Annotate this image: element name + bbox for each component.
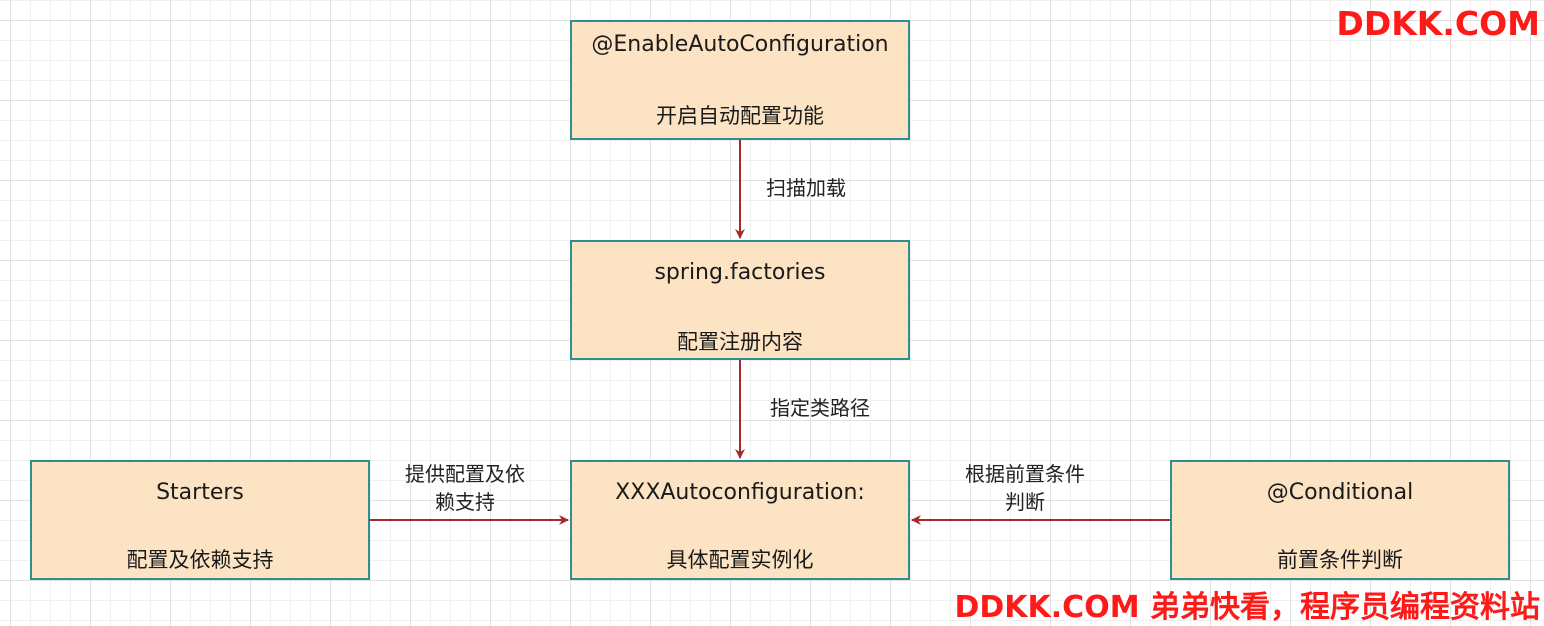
edge-label-judge: 根据前置条件 判断 xyxy=(945,460,1105,516)
edge-label-provide: 提供配置及依 赖支持 xyxy=(385,460,545,516)
edge-label-scan: 扫描加载 xyxy=(766,176,846,200)
node-title: @Conditional xyxy=(1266,480,1414,505)
node-subtitle: 配置及依赖支持 xyxy=(126,548,274,572)
node-subtitle: 配置注册内容 xyxy=(677,330,803,354)
node-subtitle: 前置条件判断 xyxy=(1277,548,1403,572)
node-enable-auto-configuration[interactable]: @EnableAutoConfiguration 开启自动配置功能 xyxy=(570,20,910,140)
watermark-top: DDKK.COM xyxy=(1336,4,1540,43)
edge-label-judge-line2: 判断 xyxy=(1005,490,1045,514)
node-title: @EnableAutoConfiguration xyxy=(591,32,889,57)
node-title: Starters xyxy=(156,480,244,505)
node-spring-factories[interactable]: spring.factories 配置注册内容 xyxy=(570,240,910,360)
watermark-bottom: DDKK.COM 弟弟快看，程序员编程资料站 xyxy=(954,590,1540,625)
edge-label-provide-line1: 提供配置及依 xyxy=(405,462,525,486)
node-subtitle: 具体配置实例化 xyxy=(666,548,814,572)
edge-label-judge-line1: 根据前置条件 xyxy=(965,462,1085,486)
node-title: spring.factories xyxy=(654,260,826,285)
node-title: XXXAutoconfiguration: xyxy=(615,480,865,505)
node-conditional[interactable]: @Conditional 前置条件判断 xyxy=(1170,460,1510,580)
edge-label-provide-line2: 赖支持 xyxy=(435,490,495,514)
node-subtitle: 开启自动配置功能 xyxy=(656,104,824,128)
node-xxx-autoconfiguration[interactable]: XXXAutoconfiguration: 具体配置实例化 xyxy=(570,460,910,580)
edge-label-classpath: 指定类路径 xyxy=(770,396,870,420)
node-starters[interactable]: Starters 配置及依赖支持 xyxy=(30,460,370,580)
